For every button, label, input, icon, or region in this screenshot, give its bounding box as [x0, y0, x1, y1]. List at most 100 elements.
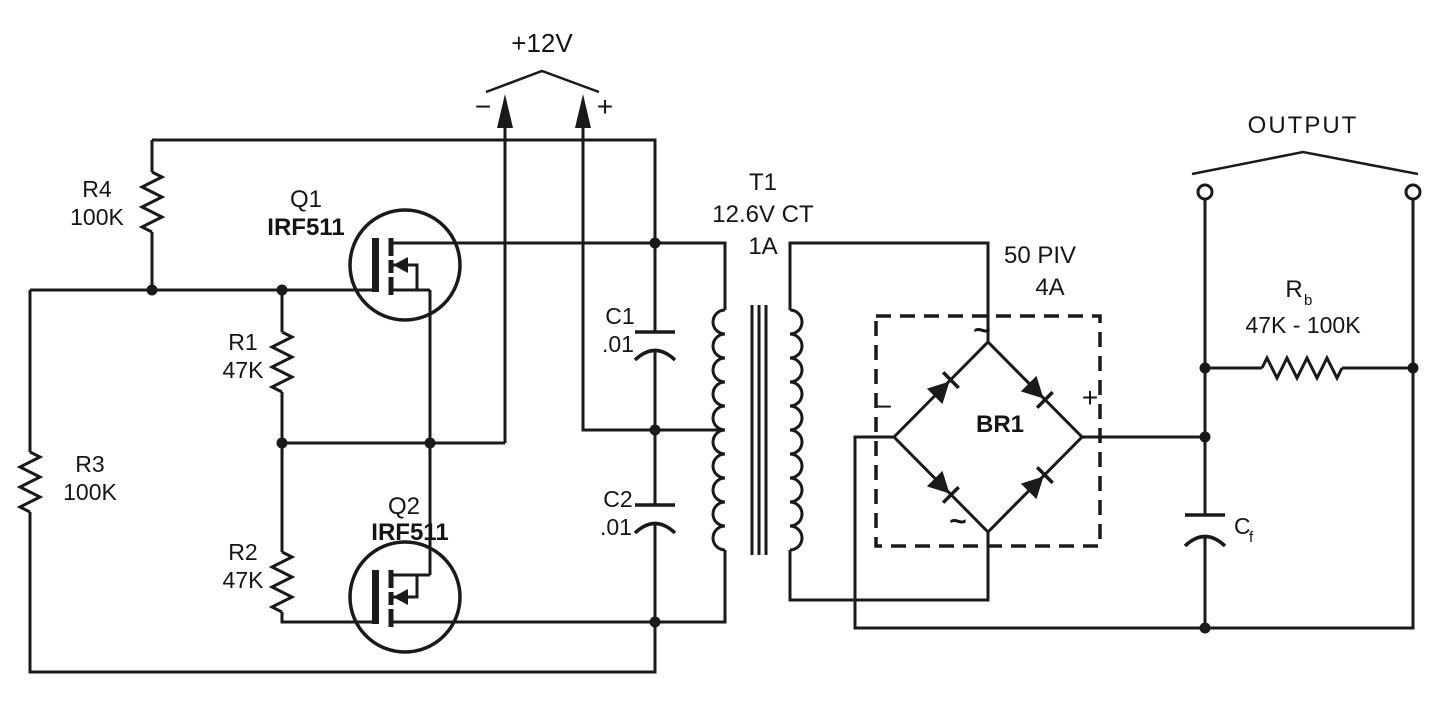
capacitor-c2-value-label: .01	[600, 514, 632, 540]
transistor-q2-ref-label: Q2	[388, 493, 420, 520]
bridge-br1-dashed-box	[874, 314, 1102, 548]
junction-dot	[276, 437, 288, 449]
resistor-r1-symbol	[268, 330, 296, 394]
diode-cathode-bar	[1035, 390, 1054, 409]
junction-dot	[1199, 362, 1211, 374]
capacitor-cf: C f	[1183, 513, 1254, 548]
diode-icon	[926, 381, 950, 405]
junction-dot	[649, 237, 661, 249]
resistor-r4-symbol	[138, 170, 166, 234]
resistor-r2-symbol	[268, 550, 296, 614]
diode-cathode-bar	[1035, 466, 1054, 485]
output-terminal-left	[1196, 183, 1214, 201]
transistor-q2-symbol	[348, 540, 462, 654]
resistor-r3: R3 100K	[16, 450, 118, 514]
bridge-dc-minus-label: −	[876, 391, 892, 422]
transistor-q1-arrow-icon	[393, 257, 408, 273]
resistor-r2-ref-label: R2	[228, 539, 257, 565]
junction-dot	[1407, 362, 1419, 374]
capacitor-cf-symbol	[1183, 513, 1227, 548]
transistor-q2-gate-plate	[372, 570, 379, 624]
supply-voltage-label: +12V	[511, 28, 573, 58]
junction-dot	[649, 424, 661, 436]
junction-dots	[146, 237, 1419, 634]
capacitor-cf-ref-label: C	[1234, 513, 1251, 539]
resistor-rb-ref-subscript: b	[1304, 292, 1312, 309]
capacitor-c1-value-label: .01	[602, 331, 634, 357]
diode-cathode-bar	[941, 371, 960, 390]
junction-dot	[1199, 622, 1211, 634]
transistor-q1: Q1 IRF511	[267, 186, 462, 322]
resistor-rb-ref-label: R	[1285, 276, 1302, 303]
capacitor-c2-symbol	[633, 503, 677, 535]
wire-net	[28, 118, 1415, 674]
transistor-q2: Q2 IRF511	[348, 493, 462, 654]
transistor-q1-ref-label: Q1	[290, 186, 322, 213]
bridge-diode-top-left	[926, 371, 960, 405]
bridge-diode-bottom-right	[1020, 466, 1054, 500]
supply-plus-arrow-icon	[575, 94, 591, 128]
transistor-q2-part-label: IRF511	[371, 519, 448, 546]
supply-minus-label: −	[475, 91, 491, 122]
capacitor-cf-ref-subscript: f	[1249, 529, 1254, 546]
resistor-rb: R b 47K - 100K	[1245, 276, 1361, 382]
bridge-current-rating-label: 4A	[1035, 274, 1064, 301]
resistor-r3-ref-label: R3	[75, 451, 104, 477]
capacitor-c2-ref-label: C2	[603, 486, 632, 512]
capacitor-c1-ref-label: C1	[605, 303, 634, 329]
resistor-rb-value-label: 47K - 100K	[1245, 312, 1361, 338]
bridge-ac-top-label: ~	[973, 314, 991, 347]
junction-dot	[146, 284, 158, 296]
supply-minus-arrow-icon	[497, 94, 513, 128]
transistor-q1-source-lead	[391, 263, 430, 292]
supply-section: +12V − +	[475, 28, 613, 128]
transformer-t1-primary-winding	[711, 308, 726, 552]
bridge-diode-top-right	[1020, 375, 1054, 409]
resistor-r3-symbol	[16, 450, 44, 514]
transistor-q1-gate-plate	[372, 238, 379, 292]
diode-cathode-bar	[941, 485, 960, 504]
resistor-r1-value-label: 47K	[223, 357, 265, 383]
transformer-t1-ref-label: T1	[749, 169, 777, 196]
bridge-ac-bottom-label: ~	[949, 505, 967, 538]
resistor-r2: R2 47K	[223, 539, 296, 614]
bridge-diode-bottom-left	[926, 470, 960, 504]
transistor-q2-source-lead	[391, 573, 430, 599]
diode-icon	[1020, 375, 1044, 399]
output-label: OUTPUT	[1248, 112, 1359, 139]
bridge-dc-plus-label: +	[1082, 382, 1098, 413]
wires	[28, 118, 1415, 674]
transistor-q2-arrow-icon	[393, 589, 408, 605]
resistor-r3-value-label: 100K	[63, 479, 117, 505]
capacitor-c1-symbol	[633, 330, 677, 362]
transformer-t1-current-label: 1A	[748, 233, 777, 260]
supply-brace	[485, 69, 600, 94]
transformer-t1-core	[750, 305, 768, 555]
diode-icon	[1020, 476, 1044, 500]
junction-dot	[276, 284, 288, 296]
transistor-q1-part-label: IRF511	[267, 214, 344, 241]
capacitor-c1: C1 .01	[602, 303, 677, 362]
transformer-t1: T1 12.6V CT 1A	[711, 169, 814, 555]
junction-dot	[1199, 431, 1211, 443]
transformer-t1-rating-label: 12.6V CT	[712, 201, 814, 228]
output-terminal-right	[1404, 183, 1422, 201]
transistor-q1-symbol	[348, 208, 462, 322]
resistor-r4: R4 100K	[70, 170, 166, 234]
bridge-br1-diamond	[891, 339, 1085, 535]
junction-dot	[649, 616, 661, 628]
resistor-rb-symbol	[1260, 354, 1344, 382]
capacitor-c2: C2 .01	[600, 486, 677, 540]
resistor-r1: R1 47K	[223, 329, 296, 394]
resistor-r2-value-label: 47K	[223, 567, 265, 593]
resistor-r1-ref-label: R1	[228, 329, 257, 355]
transformer-t1-secondary-winding	[789, 308, 804, 552]
resistor-r4-value-label: 100K	[70, 204, 124, 230]
diode-icon	[926, 470, 950, 494]
output-brace	[1191, 150, 1419, 176]
bridge-piv-rating-label: 50 PIV	[1004, 242, 1076, 269]
bridge-br1: BR1 ~ ~ − + 50 PIV 4A	[874, 242, 1102, 548]
output-section: OUTPUT	[1191, 112, 1422, 201]
